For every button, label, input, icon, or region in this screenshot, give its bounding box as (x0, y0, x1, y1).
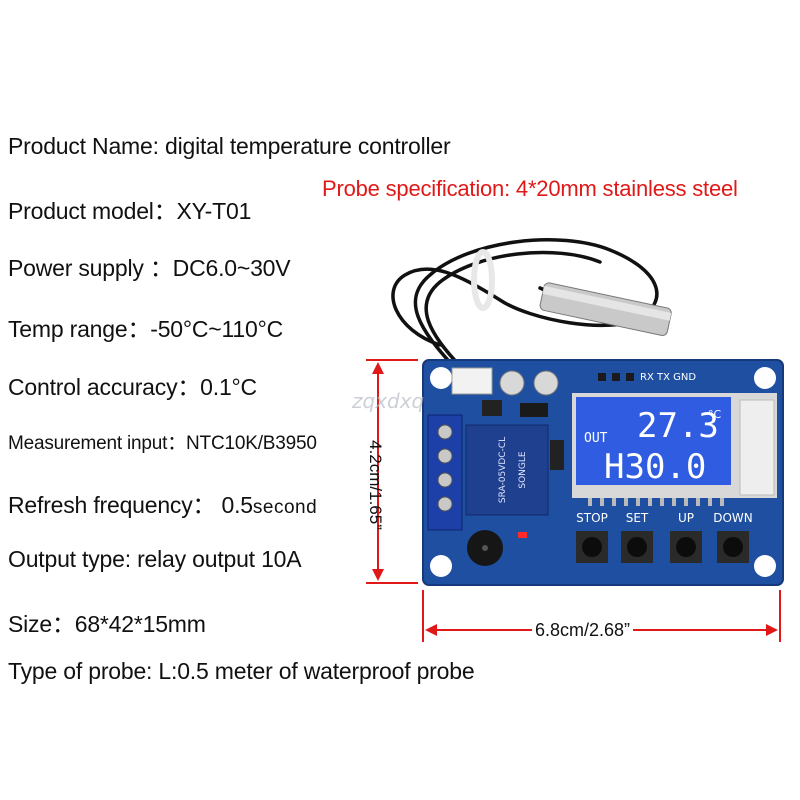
lcd-setpoint: H30.0 (604, 447, 706, 487)
height-dimension-label: 4.2cm/1.65” (366, 440, 385, 530)
probe-tip (539, 282, 672, 336)
spec-refresh-frequency: Refresh frequency： 0.5second (8, 486, 317, 520)
spec-output-type: Output type: relay output 10A (8, 546, 302, 572)
spec-power-supply: Power supply ：DC6.0~30V (8, 255, 291, 281)
lcd-temperature: 27.3 (637, 406, 719, 446)
header-pins-label: RX TX GND (640, 372, 696, 383)
probe-specification: Probe specification: 4*20mm stainless st… (322, 176, 738, 201)
label-up: UP (678, 511, 694, 525)
button-up[interactable] (670, 531, 702, 563)
lcd-screen (576, 397, 731, 485)
height-dimension-arrow (366, 359, 418, 584)
cable-tie (471, 249, 495, 311)
spec-temp-range: Temp range：-50°C~110°C (8, 316, 284, 342)
lcd-out-label: OUT (584, 431, 608, 446)
label-stop: STOP (576, 511, 608, 525)
button-stop[interactable] (576, 531, 608, 563)
spec-measurement-input: Measurement input：NTC10K/B3950 (8, 433, 317, 454)
width-dimension-label: 6.8cm/2.68” (532, 620, 634, 641)
watermark: zqxdxq (351, 389, 424, 413)
button-down[interactable] (717, 531, 749, 563)
spec-control-accuracy: Control accuracy：0.1°C (8, 374, 257, 400)
spec-size: Size：68*42*15mm (8, 611, 206, 637)
spec-refresh-value: Refresh frequency： 0.5 (8, 492, 253, 518)
label-down: DOWN (713, 511, 753, 525)
spec-product-name: Product Name: digital temperature contro… (8, 133, 451, 159)
spec-refresh-unit: second (252, 497, 318, 518)
lcd-temp-unit: °C (708, 408, 722, 421)
label-set: SET (626, 511, 649, 525)
relay-brand-label: SONGLE (518, 451, 528, 489)
spec-product-model: Product model：XY-T01 (8, 198, 252, 224)
pcb: SRA-05VDC-CL SONGLE RX TX GND OUT 27.3 °… (422, 359, 784, 586)
spec-probe-type: Type of probe: L:0.5 meter of waterproof… (8, 658, 475, 684)
button-set[interactable] (621, 531, 653, 563)
relay-model-label: SRA-05VDC-CL (498, 437, 508, 503)
